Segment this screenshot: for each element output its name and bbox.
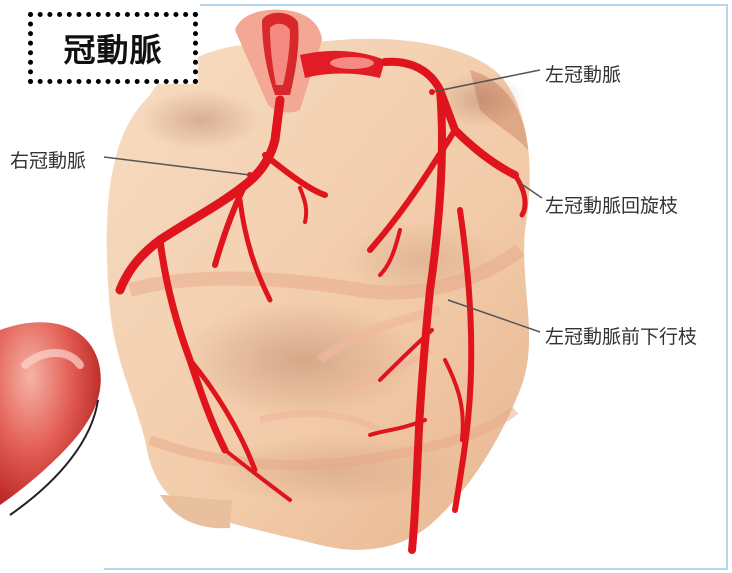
label-anterior-descending: 左冠動脈前下行枝: [545, 322, 697, 349]
label-right-coronary: 右冠動脈: [10, 146, 86, 173]
label-circumflex: 左冠動脈回旋枝: [545, 191, 678, 218]
title-box: 冠動脈: [28, 12, 198, 84]
diagram-title: 冠動脈: [63, 25, 162, 71]
adjacent-vessel-shape: [0, 322, 101, 515]
label-left-coronary: 左冠動脈: [545, 60, 621, 87]
